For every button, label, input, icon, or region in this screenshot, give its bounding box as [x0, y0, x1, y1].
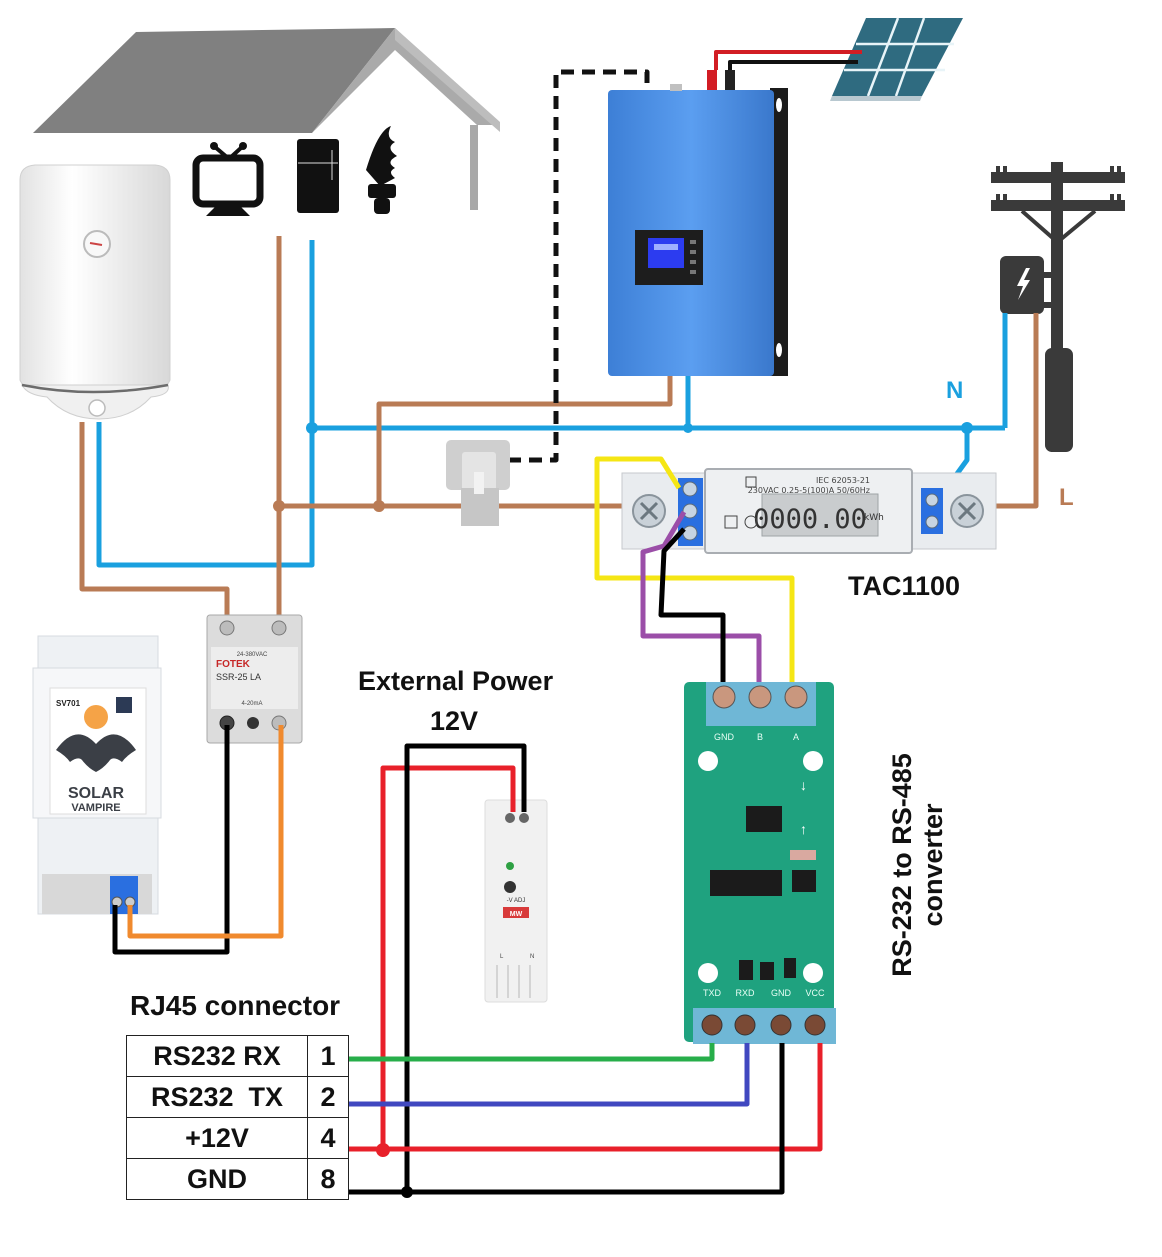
- wire-live-inverter: [376, 376, 673, 506]
- terminal-label-a: A: [793, 732, 799, 742]
- wire-rj45-tx: [349, 1043, 750, 1107]
- solar-vampire-sv701-device: SV701 SOLAR VAMPIRE: [32, 635, 162, 915]
- ic-chip: [746, 806, 782, 832]
- wire-rs485-b: [640, 510, 762, 682]
- wire-ssr-control-plus: [127, 725, 284, 939]
- pin-signal: +12V: [126, 1117, 308, 1159]
- solid-state-relay-ssr25la: FOTEK SSR-25 LA 24-380VAC 4-20mA: [206, 614, 303, 744]
- grid-tie-inverter-icon: [608, 70, 788, 376]
- wire-rs485-a: [594, 456, 795, 682]
- rs485-wiring: [594, 456, 795, 682]
- fridge-icon: [297, 139, 339, 213]
- table-row: RS232 RX 1: [126, 1035, 349, 1077]
- meter-unit: kWh: [864, 513, 884, 523]
- wire-live-grid: [995, 313, 1039, 509]
- wire-rs485-gnd: [658, 527, 726, 682]
- brand-solar: SOLAR: [68, 785, 124, 802]
- wire-neutral-heater: [96, 240, 315, 568]
- tac1100-energy-meter: 0000.00 kWh IEC 62053-21 230VAC 0.25-5(1…: [621, 468, 997, 554]
- converter-label: RS-232 to RS-485 converter: [887, 715, 949, 1015]
- device-model-label: SV701: [56, 699, 81, 708]
- low-voltage-wiring: [112, 725, 823, 1198]
- table-row: GND 8: [126, 1158, 349, 1200]
- wire-pv-minus: [728, 60, 858, 70]
- water-heater-icon: [19, 164, 171, 420]
- house-icon: [33, 28, 500, 210]
- meter-name-label: TAC1100: [848, 571, 961, 601]
- ssr-brand: FOTEK: [216, 659, 251, 670]
- rs232-rs485-converter-board: GND B A ↓ ↑ TXD RXD GND VCC: [684, 682, 836, 1044]
- pin-number: 4: [307, 1117, 349, 1159]
- wire-psu-plus: [380, 765, 516, 1150]
- utility-pole-icon: [991, 162, 1125, 452]
- bat-icon: [56, 734, 136, 772]
- wire-rj45-12v: [349, 1043, 823, 1152]
- terminal-label-gnd-bottom: GND: [771, 988, 792, 998]
- wire-live-heater-ssr: [79, 422, 230, 618]
- converter-label-line2: converter: [918, 803, 948, 927]
- pin-number: 1: [307, 1035, 349, 1077]
- pin-signal: RS232 TX: [126, 1076, 308, 1118]
- wire-ssr-control-minus: [112, 725, 230, 955]
- external-power-label: External Power: [358, 666, 554, 696]
- wire-rj45-gnd: [349, 1043, 785, 1195]
- brand-vampire: VAMPIRE: [71, 802, 120, 814]
- neutral-label: N: [946, 377, 964, 404]
- ssr-rating: 24-380VAC: [237, 652, 268, 658]
- meter-lcd: [761, 493, 879, 537]
- qr-code-icon: [116, 697, 132, 713]
- tv-icon: [192, 142, 264, 216]
- solar-panel-icon: [830, 17, 963, 101]
- terminal-label-txd: TXD: [703, 988, 722, 998]
- pin-number: 2: [307, 1076, 349, 1118]
- converter-label-line1: RS-232 to RS-485: [887, 753, 917, 977]
- terminal-label-vcc: VCC: [805, 988, 825, 998]
- wire-psu-gnd: [404, 743, 527, 1192]
- mains-wiring: [79, 50, 1039, 618]
- pin-signal: RS232 RX: [126, 1035, 308, 1077]
- wire-pv-plus: [714, 50, 862, 70]
- svg-text:↓: ↓: [800, 777, 807, 793]
- wire-rj45-rx: [349, 1043, 715, 1062]
- din-rail-power-supply: -V ADJ MW L N: [484, 799, 548, 1003]
- meter-reading: 0000.00: [753, 504, 867, 535]
- table-row: +12V 4: [126, 1117, 349, 1159]
- psu-brand: MW: [510, 911, 523, 918]
- psu-terminal-l: L: [500, 954, 504, 960]
- voltage-adjust-knob: [504, 881, 516, 893]
- rj45-pinout-table: RS232 RX 1 RS232 TX 2 +12V 4 GND 8: [126, 1035, 349, 1200]
- ic-chip: [710, 870, 782, 896]
- wire-ct-signal: [508, 69, 650, 463]
- current-clamp-icon: [446, 440, 510, 526]
- ssr-input-rating: 4-20mA: [241, 701, 262, 707]
- terminal-label-rxd: RXD: [735, 988, 755, 998]
- lightning-icon: [1017, 268, 1030, 300]
- meter-rating-text: 230VAC 0.25-5(100)A 50/60Hz: [748, 486, 870, 495]
- terminal-label-b: B: [757, 732, 763, 742]
- sun-icon: [84, 705, 108, 729]
- svg-text:↑: ↑: [800, 821, 807, 837]
- pin-number: 8: [307, 1158, 349, 1200]
- external-voltage-label: 12V: [430, 706, 479, 736]
- table-row: RS232 TX 2: [126, 1076, 349, 1118]
- psu-adj-label: -V ADJ: [507, 898, 526, 904]
- psu-terminal-n: N: [530, 954, 534, 960]
- meter-standard-text: IEC 62053-21: [816, 476, 870, 485]
- dc-ok-led: [506, 862, 514, 870]
- rj45-title: RJ45 connector: [130, 990, 341, 1021]
- bulb-icon: [366, 126, 397, 214]
- live-label: L: [1059, 484, 1074, 511]
- pin-signal: GND: [126, 1158, 308, 1200]
- ssr-model: SSR-25 LA: [216, 672, 261, 682]
- terminal-label-gnd-top: GND: [714, 732, 735, 742]
